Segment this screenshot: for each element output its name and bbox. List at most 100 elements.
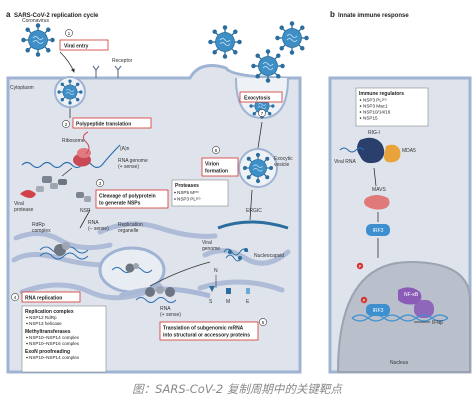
rna-neg-label-2: (– sense) <box>88 226 109 232</box>
svg-text:2: 2 <box>65 122 68 128</box>
purple-nucleus-blob <box>414 300 434 318</box>
svg-text:7: 7 <box>261 111 264 117</box>
viral-rna-strand <box>339 147 365 153</box>
step-4-label: RNA replication <box>25 296 62 302</box>
replication-complex-box <box>21 305 107 373</box>
flow-arrows <box>61 108 263 287</box>
step-7-label: Exocytosis <box>244 96 271 102</box>
nfkb-label: NF-κB <box>404 292 419 298</box>
irf3-top-label: IRF3 <box>373 228 384 234</box>
step-5-box <box>159 321 259 341</box>
endocytosed-virus-icon <box>57 79 83 105</box>
rna-neg-label-1: RNA <box>88 220 99 226</box>
step-5-label-1: Translation of subgenomic mRNA <box>163 326 244 332</box>
viral-genome-label-2: genome <box>202 246 220 252</box>
panel-b-letter: b <box>330 10 335 19</box>
nfkb-icon <box>398 287 422 305</box>
panel-a-letter: a <box>6 10 11 19</box>
step-5-number <box>259 318 267 326</box>
immune-regulator-item-4: NSP15 <box>363 116 378 121</box>
immune-regulators-title: Immune regulators <box>359 91 404 97</box>
cytoplasm-label: Cytoplasm <box>10 85 34 91</box>
rig-i-icon <box>357 137 385 164</box>
viral-protease-label-1: Viral <box>14 201 24 207</box>
step-3-label-1: Cleavage of polyprotein <box>99 194 156 200</box>
rna-pos-label-1: RNA <box>160 306 171 312</box>
mda5-icon <box>384 144 401 163</box>
exocytic-vesicle-label-1: Exocytic <box>274 156 293 162</box>
rdrp-label-1: RdRp <box>32 222 45 228</box>
nsp-label: NSP <box>80 208 91 214</box>
polypeptide-chain <box>82 131 90 155</box>
ifnb-label: IFNβ <box>432 320 443 326</box>
ergic-label: ERGIC <box>246 208 262 214</box>
cytoplasm-region <box>6 64 302 374</box>
receptor-icons <box>92 65 122 78</box>
viral-protease-label-2: protease <box>14 207 34 213</box>
viral-genome-label-1: Viral <box>202 240 212 246</box>
rna-genome-label-1: RNA genome <box>118 158 148 164</box>
step-3-number <box>96 179 104 187</box>
assembled-virion-icon <box>242 152 274 184</box>
step-1-number <box>65 29 73 37</box>
m-label: M <box>226 299 230 305</box>
replication-section-1-item-2: NSP13 helicase <box>29 321 62 326</box>
phospho-label-2: P <box>363 298 366 303</box>
entry-arrow <box>59 51 75 73</box>
immune-regulator-item-3: NSP10/14/16 <box>363 110 391 115</box>
replication-section-1-title: Replication complex <box>25 309 74 315</box>
viral-rna-label: Viral RNA <box>334 159 357 165</box>
ergic-membrane <box>217 220 289 230</box>
step-6-box <box>201 157 239 177</box>
rdrp-label-2: complex <box>32 228 51 234</box>
step-1-label: Viral entry <box>64 44 89 50</box>
step-7-number <box>258 109 266 117</box>
nucleus-region <box>336 260 471 373</box>
irf3-bottom-icon <box>366 304 390 316</box>
rig-i-label: RIG-I <box>368 130 380 136</box>
step-4-number <box>11 293 19 301</box>
replication-section-3-item-1: NSP10–NSP14 complex <box>29 355 80 360</box>
coronavirus-label: Coronavirus <box>22 18 49 24</box>
proteases-box <box>171 179 229 207</box>
step-5-label-2: into structural or accessory proteins <box>163 333 250 339</box>
dna-helix <box>351 314 449 322</box>
released-virion-icon-1 <box>208 25 242 59</box>
released-virion-icon-3 <box>275 21 309 55</box>
phospho-icon-1 <box>356 262 364 270</box>
irf3-bottom-label: IRF3 <box>373 308 384 314</box>
polyprotein-icon <box>36 176 67 192</box>
ribosome-label: Ribosome <box>62 138 85 144</box>
released-virion-icon-2 <box>251 49 285 83</box>
svg-text:3: 3 <box>99 181 102 187</box>
replication-section-3-title: ExoN proofreading <box>25 349 70 355</box>
step-1-box <box>59 39 109 51</box>
replication-organelle-label-1: Replication <box>118 222 143 228</box>
replication-section-2-item-2: NSP10–NSP16 complex <box>29 341 80 346</box>
s-label: S <box>209 299 213 305</box>
protease-item-1: NSP5 Mᵖʳᵒ <box>177 190 199 195</box>
svg-text:1: 1 <box>68 31 71 37</box>
immune-flow-arrows <box>373 167 379 258</box>
replication-section-2-item-1: NSP10–NSP14 complex <box>29 335 80 340</box>
er-ribosomes-icon <box>145 286 175 297</box>
proteases-title: Proteases <box>175 183 199 189</box>
immune-regulator-item-1: NSP3 PLᵖʳᵒ <box>363 98 387 103</box>
mavs-icon <box>364 195 390 210</box>
coronavirus-icon <box>21 23 55 57</box>
rna-genome-label-2: (+ sense) <box>118 164 139 170</box>
step-7-box <box>239 91 283 103</box>
er-membranes <box>11 221 291 301</box>
nucleocapsid-label: Nucleocapsid <box>254 253 284 259</box>
phospho-icon-2 <box>360 296 368 304</box>
phospho-label-1: P <box>359 264 362 269</box>
step-3-box <box>95 189 169 209</box>
immune-regulator-item-2: NSP3 Mac1 <box>363 104 388 109</box>
polya-label: (A)n <box>120 146 130 152</box>
mda5-label: MDA5 <box>402 148 416 154</box>
step-2-number <box>62 120 70 128</box>
rna-genome-strand <box>21 144 121 169</box>
structural-proteins-icon <box>209 286 250 294</box>
rdrp-complex-icon <box>54 242 70 256</box>
organelle-rdrp-icon <box>125 263 139 273</box>
